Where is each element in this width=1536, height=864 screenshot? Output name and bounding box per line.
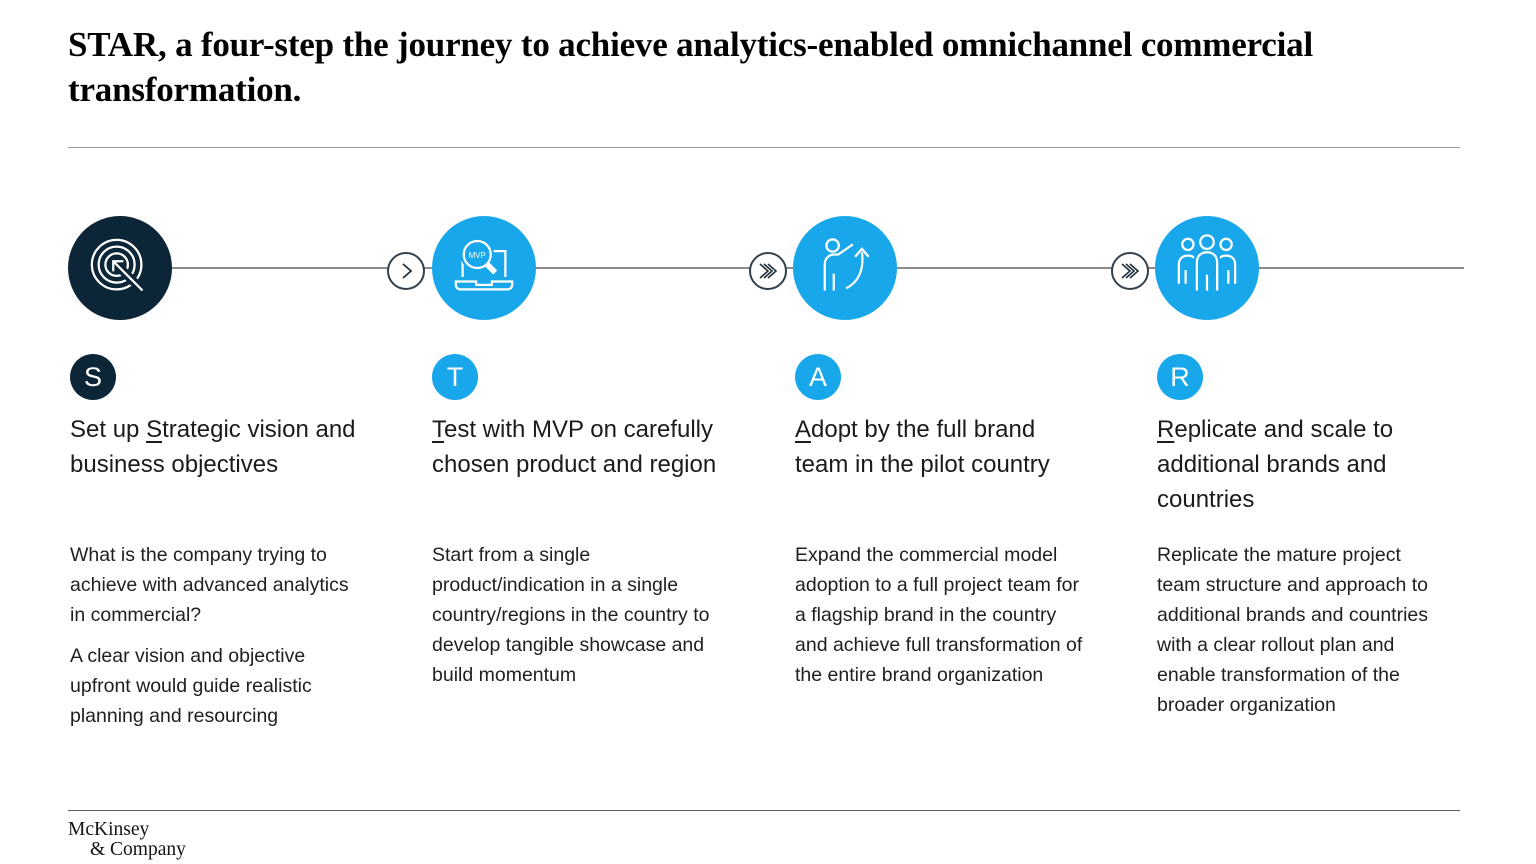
- mckinsey-logo: McKinsey & Company: [68, 820, 186, 860]
- paragraph: Replicate the mature project team struct…: [1157, 544, 1429, 716]
- heading-underlined-letter: R: [1157, 416, 1175, 443]
- triple-chevron-icon: [1121, 263, 1140, 279]
- heading-pre: Set up: [70, 416, 147, 443]
- team-icon: [1177, 234, 1237, 291]
- step-s-letter-badge: S: [70, 354, 116, 400]
- step-r-circle: [1155, 216, 1259, 320]
- step-t-letter-badge: T: [432, 354, 478, 400]
- step-r-body: Replicate the mature project team struct…: [1157, 540, 1445, 731]
- step-t-body: Start from a single product/indication i…: [432, 540, 720, 701]
- step-s-heading: Set up Strategic vision and business obj…: [70, 412, 362, 482]
- step-r-heading: Replicate and scale to additional brands…: [1157, 412, 1449, 517]
- heading-underlined-letter: T: [432, 416, 444, 443]
- triple-chevron-icon: [759, 263, 778, 279]
- paragraph: A clear vision and objective upfront wou…: [70, 645, 312, 727]
- target-arrow-icon: [90, 238, 146, 294]
- person-growth-arrow-icon: [823, 238, 870, 291]
- heading-post: dopt by the full brand team in the pilot…: [795, 416, 1050, 478]
- heading-post: eplicate and scale to additional brands …: [1157, 416, 1394, 513]
- logo-line-2: & Company: [90, 839, 186, 860]
- page-title: STAR, a four-step the journey to achieve…: [68, 25, 1313, 109]
- step-a-circle: [793, 216, 897, 320]
- laptop-mvp-magnifier-icon: MVP: [454, 237, 514, 291]
- paragraph: Expand the commercial model adoption to …: [795, 544, 1083, 686]
- step-a-letter-badge: A: [795, 354, 841, 400]
- connector-triple-chevron: [749, 252, 787, 290]
- journey-connector-line: [120, 267, 1464, 269]
- single-chevron-icon: [402, 263, 413, 279]
- step-r-letter-badge: R: [1157, 354, 1203, 400]
- step-a-body: Expand the commercial model adoption to …: [795, 540, 1083, 701]
- heading-underlined-letter: S: [146, 416, 163, 443]
- connector-single-chevron: [387, 252, 425, 290]
- step-s-body: What is the company trying to achieve wi…: [70, 540, 358, 742]
- title-divider: [68, 147, 1460, 148]
- paragraph: What is the company trying to achieve wi…: [70, 544, 349, 626]
- heading-post: trategic vision and business objectives: [70, 416, 356, 478]
- footer-divider: [68, 810, 1460, 811]
- step-t-heading: Test with MVP on carefully chosen produc…: [432, 412, 724, 482]
- step-a-heading: Adopt by the full brand team in the pilo…: [795, 412, 1087, 482]
- step-s-circle: [68, 216, 172, 320]
- logo-line-1: McKinsey: [68, 819, 150, 840]
- paragraph: Start from a single product/indication i…: [432, 544, 710, 686]
- mvp-label: MVP: [469, 251, 486, 260]
- heading-underlined-letter: A: [795, 416, 812, 443]
- step-t-circle: MVP: [432, 216, 536, 320]
- connector-triple-chevron: [1111, 252, 1149, 290]
- heading-post: est with MVP on carefully chosen product…: [432, 416, 717, 478]
